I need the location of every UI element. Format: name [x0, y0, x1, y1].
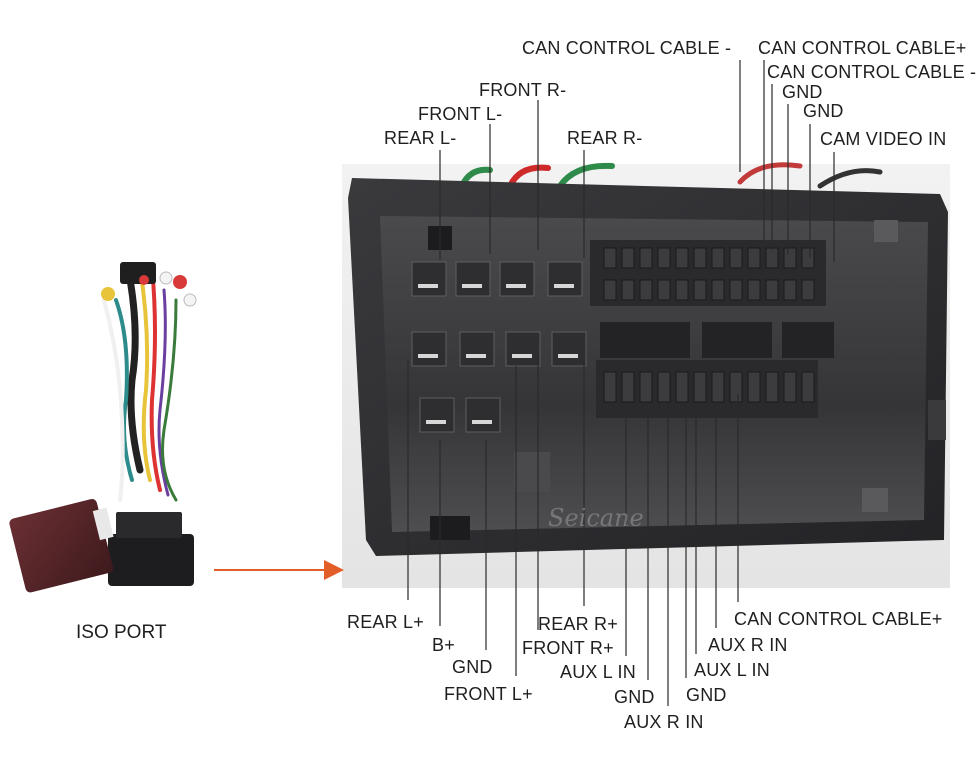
pin-label-gnd-bottom-2: GND [614, 687, 655, 707]
terminal-contact [426, 420, 446, 424]
signal-pin [747, 279, 761, 301]
pin-label-rear-l-plus: REAR L+ [347, 612, 424, 632]
pin-label-aux-r-in-1: AUX R IN [624, 712, 704, 732]
pin-label-can-control-cable-plus-bottom: CAN CONTROL CABLE+ [734, 609, 943, 629]
signal-pins [603, 247, 815, 403]
pin-label-aux-l-in-2: AUX L IN [694, 660, 770, 680]
signal-pin [783, 247, 797, 269]
pin-label-aux-r-in-2: AUX R IN [708, 635, 788, 655]
terminal-contact [512, 354, 532, 358]
pin-label-front-r-minus: FRONT R- [479, 80, 567, 100]
signal-pin [639, 279, 653, 301]
iso-port-label: ISO PORT [76, 622, 167, 643]
terminal-contact [472, 420, 492, 424]
signal-pin [657, 371, 671, 403]
pin-label-gnd-top-2: GND [803, 101, 844, 121]
pin-label-can-control-cable-minus-1: CAN CONTROL CABLE - [522, 38, 732, 58]
pin-label-rear-l-minus: REAR L- [384, 128, 457, 148]
pin-label-gnd-bottom-1: GND [452, 657, 493, 677]
pin-label-front-l-minus: FRONT L- [418, 104, 503, 124]
large-terminal [547, 261, 583, 297]
signal-pin [693, 279, 707, 301]
signal-pin [729, 371, 743, 403]
large-terminal [419, 397, 455, 433]
signal-pin [783, 371, 797, 403]
pin-label-can-control-cable-minus-2: CAN CONTROL CABLE - [767, 62, 977, 82]
signal-pin [711, 371, 725, 403]
large-terminal [465, 397, 501, 433]
pin-label-aux-l-in-1: AUX L IN [560, 662, 636, 682]
direction-arrow [214, 560, 344, 580]
terminal-contact [466, 354, 486, 358]
pin-label-gnd-top-1: GND [782, 82, 823, 102]
large-terminals [411, 261, 587, 433]
terminal-contact [558, 354, 578, 358]
signal-pin [765, 247, 779, 269]
large-terminal [455, 261, 491, 297]
signal-pin [747, 247, 761, 269]
large-terminal [499, 261, 535, 297]
pin-label-cam-video-in: CAM VIDEO IN [820, 129, 947, 149]
terminal-contact [418, 354, 438, 358]
signal-pin [693, 371, 707, 403]
signal-pin [747, 371, 761, 403]
signal-pin [621, 279, 635, 301]
pin-label-rear-r-plus: REAR R+ [538, 614, 618, 634]
signal-pin [675, 371, 689, 403]
pin-label-b-plus: B+ [432, 635, 455, 655]
pin-label-can-control-cable-plus-top: CAN CONTROL CABLE+ [758, 38, 967, 58]
watermark-text: Seicane [548, 504, 644, 532]
signal-pin [693, 247, 707, 269]
terminal-contact [506, 284, 526, 288]
signal-pin [657, 279, 671, 301]
signal-pin [603, 247, 617, 269]
signal-pin [603, 279, 617, 301]
signal-pin [711, 279, 725, 301]
terminal-contact [462, 284, 482, 288]
signal-pin [729, 279, 743, 301]
signal-pin [801, 279, 815, 301]
signal-pin [639, 247, 653, 269]
signal-pin [603, 371, 617, 403]
signal-pin [783, 279, 797, 301]
leader-lines [407, 60, 835, 706]
pin-label-front-l-plus: FRONT L+ [444, 684, 533, 704]
large-terminal [411, 331, 447, 367]
signal-pin [675, 247, 689, 269]
pin-label-rear-r-minus: REAR R- [567, 128, 643, 148]
pin-label-front-r-plus: FRONT R+ [522, 638, 614, 658]
iso-harness [9, 262, 197, 593]
pin-label-gnd-bottom-3: GND [686, 685, 727, 705]
signal-pin [801, 371, 815, 403]
signal-pin [639, 371, 653, 403]
signal-pin [765, 371, 779, 403]
large-terminal [411, 261, 447, 297]
signal-pin [675, 279, 689, 301]
terminal-contact [554, 284, 574, 288]
signal-pin [657, 247, 671, 269]
signal-pin [765, 279, 779, 301]
signal-pin [729, 247, 743, 269]
large-terminal [551, 331, 587, 367]
large-terminal [505, 331, 541, 367]
terminal-contact [418, 284, 438, 288]
signal-pin [621, 247, 635, 269]
signal-pin [621, 371, 635, 403]
large-terminal [459, 331, 495, 367]
signal-pin [801, 247, 815, 269]
signal-pin [711, 247, 725, 269]
